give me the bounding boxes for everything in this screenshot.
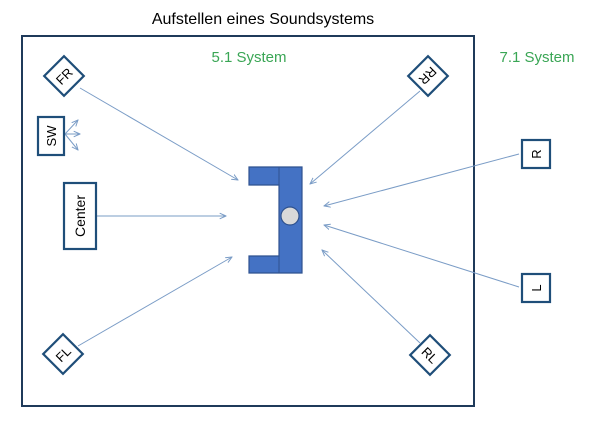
listener-position — [280, 206, 300, 226]
arrow-sw-up — [64, 120, 78, 135]
speaker-center: Center — [62, 181, 98, 251]
speaker-label-sw: SW — [44, 125, 59, 147]
speaker-front-right: FR — [42, 54, 86, 98]
speaker-subwoofer: SW — [36, 115, 66, 157]
label-7-1-system: 7.1 System — [499, 49, 574, 66]
speaker-rear-right: RR — [406, 54, 450, 98]
arrows — [64, 87, 520, 347]
label-5-1-system: 5.1 System — [211, 49, 286, 66]
diagram-title: Aufstellen eines Soundsystems — [152, 11, 374, 28]
arrow-l — [324, 225, 520, 288]
speaker-side-left: L — [520, 272, 552, 304]
speaker-label-l: L — [529, 284, 544, 291]
arrow-r — [324, 153, 520, 206]
speaker-label-center: Center — [72, 195, 88, 237]
arrow-rl — [322, 250, 421, 344]
speaker-label-r: R — [529, 149, 544, 158]
speaker-side-right: R — [520, 138, 552, 170]
room-outline — [21, 35, 475, 407]
couch-shape — [248, 166, 303, 274]
arrow-sw-down — [64, 133, 78, 150]
speaker-front-left: FL — [41, 332, 85, 376]
couch — [248, 166, 303, 274]
speaker-rear-left: RL — [408, 333, 452, 377]
arrow-fl — [77, 257, 232, 347]
arrow-rr — [310, 90, 421, 184]
arrow-fr — [79, 87, 238, 180]
